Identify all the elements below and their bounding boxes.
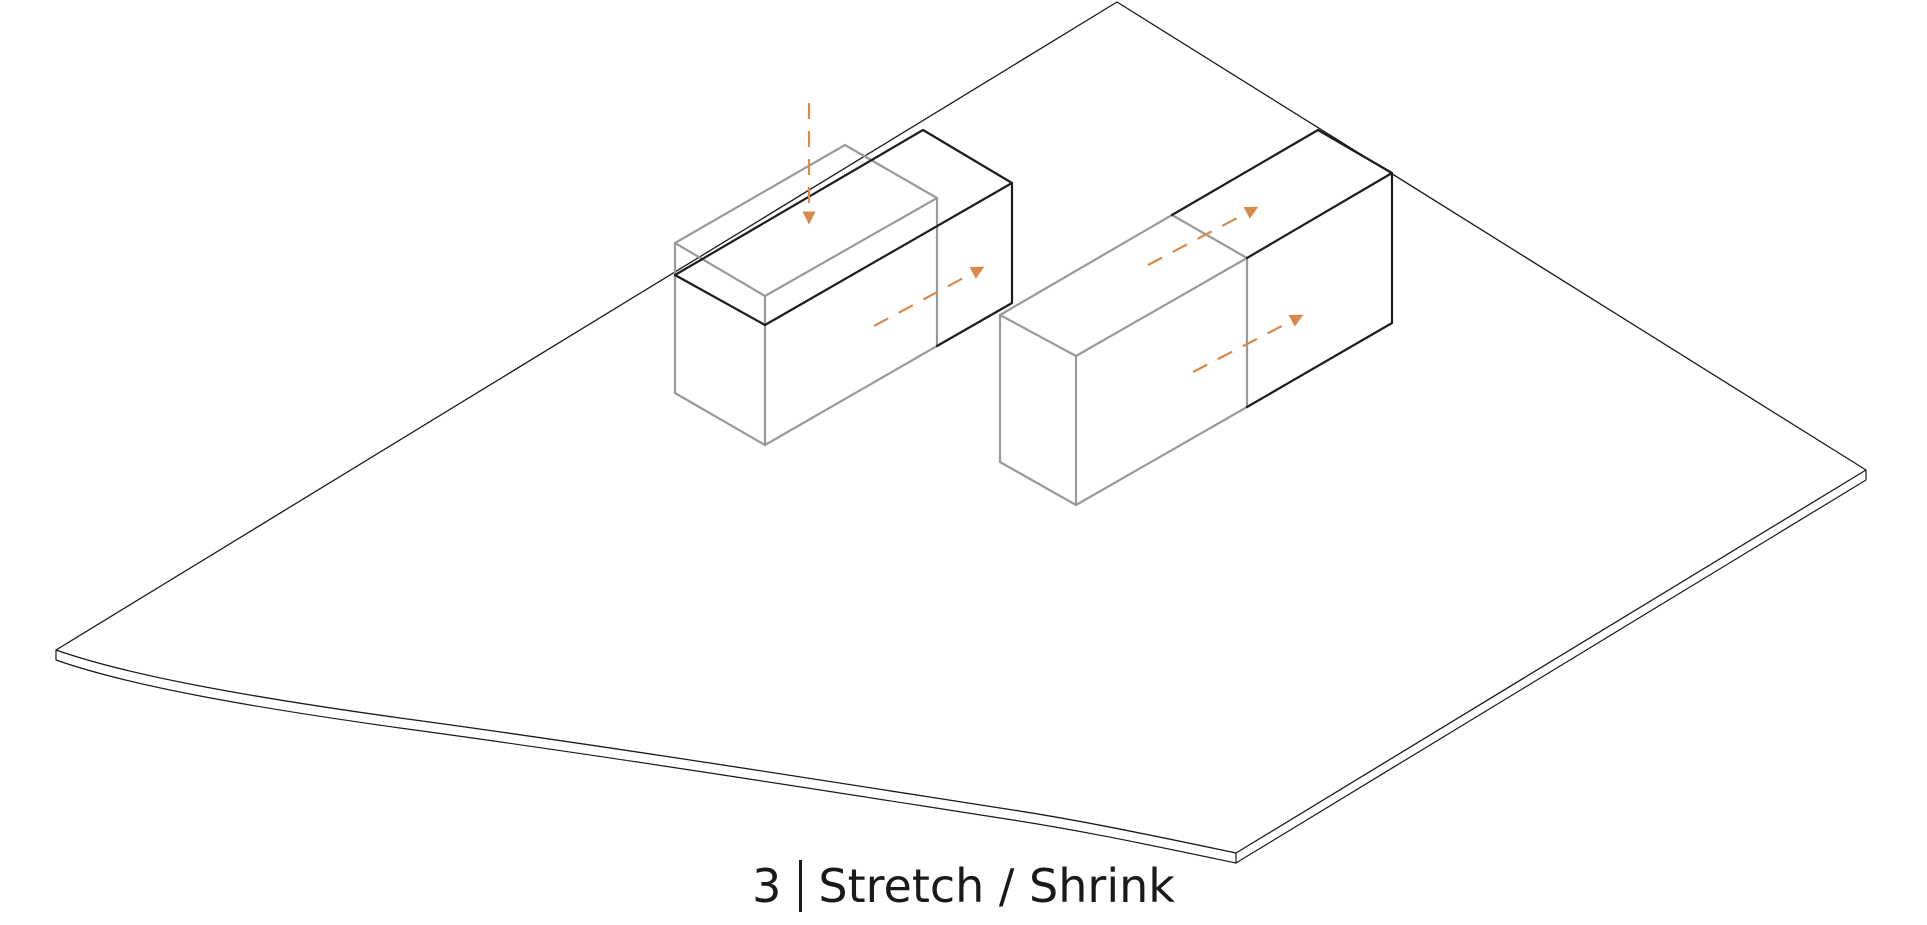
ground-plane [55, 1, 1867, 864]
ground-top-face [55, 1, 1867, 854]
left-box-ghost-outline [673, 143, 939, 447]
ground-front-edge [55, 470, 1867, 864]
caption-separator [799, 860, 803, 912]
left-box-result [673, 128, 1014, 348]
caption-number: 3 [752, 859, 782, 913]
arrow-stretch-right-box-side [1192, 314, 1304, 373]
right-box-result-section [1170, 128, 1394, 409]
right-box-ghost-section [998, 213, 1249, 507]
caption-title: Stretch / Shrink [818, 859, 1175, 913]
diagram-caption: 3 Stretch / Shrink [0, 856, 1927, 916]
arrow-stretch-left-box [873, 266, 985, 327]
arrow-stretch-right-box-top [1147, 206, 1259, 266]
transformation-arrows [802, 103, 1304, 373]
